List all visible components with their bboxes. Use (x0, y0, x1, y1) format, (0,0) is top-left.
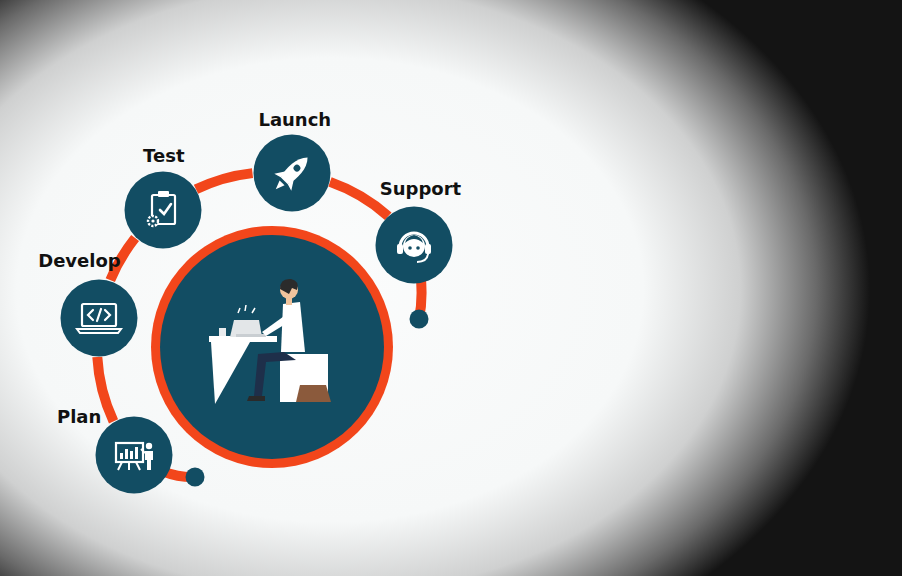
stage-icon (253, 134, 331, 212)
stage-label: Plan (57, 406, 101, 428)
stage-circle: Test (124, 171, 202, 249)
stage-circle: Plan (95, 416, 173, 494)
stage-label: Support (380, 178, 461, 200)
stage-icon (60, 279, 138, 357)
cycle-arc (196, 173, 253, 189)
end-dot (410, 310, 429, 329)
worker-illustration (209, 279, 331, 404)
stage-circle: Support (375, 206, 453, 284)
cycle-arc (330, 182, 388, 216)
stage-circle: Launch (253, 134, 331, 212)
stage-label: Test (143, 145, 184, 167)
center-ring (151, 226, 393, 468)
stage-label: Launch (258, 109, 331, 131)
stage-icon (375, 206, 453, 284)
center-disc (160, 235, 384, 459)
end-dot (186, 468, 205, 487)
stage-label: Develop (38, 250, 121, 272)
stage-circle: Develop (60, 279, 138, 357)
stage-icon (124, 171, 202, 249)
stage-icon (95, 416, 173, 494)
